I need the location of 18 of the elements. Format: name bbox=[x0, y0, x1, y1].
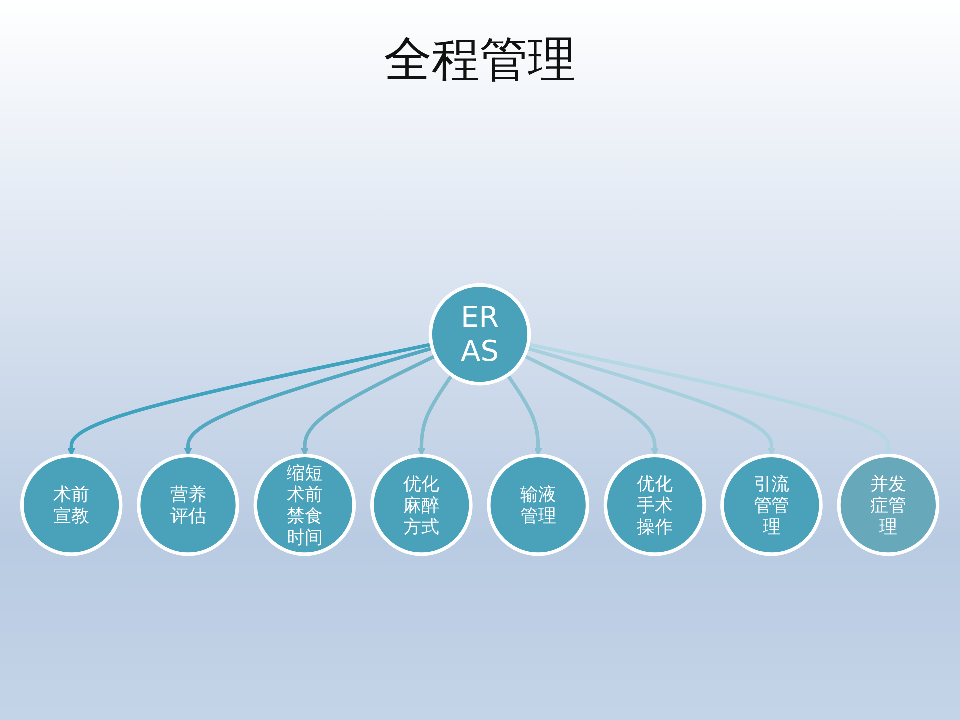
node-circle: 缩短术前禁食时间 bbox=[254, 454, 356, 556]
arrow bbox=[526, 346, 776, 456]
arrow bbox=[528, 343, 892, 456]
arrow bbox=[418, 374, 454, 456]
arrow bbox=[524, 354, 659, 456]
arrow bbox=[68, 343, 432, 456]
arrow bbox=[301, 354, 436, 456]
arrow bbox=[506, 374, 542, 456]
node-circle: ERAS bbox=[428, 284, 532, 386]
title: 全程管理 bbox=[384, 31, 576, 90]
node-circle: 优化手术操作 bbox=[604, 454, 706, 556]
node-circle: 优化麻醉方式 bbox=[370, 454, 473, 556]
arrow bbox=[184, 346, 434, 456]
node-circle: 并发症管理 bbox=[837, 454, 940, 556]
node-circle: 输液管理 bbox=[487, 454, 590, 556]
node-circle: 术前宣教 bbox=[20, 454, 123, 556]
node-circle: 引流管管理 bbox=[720, 454, 823, 556]
node-circle: 营养评估 bbox=[137, 454, 240, 556]
